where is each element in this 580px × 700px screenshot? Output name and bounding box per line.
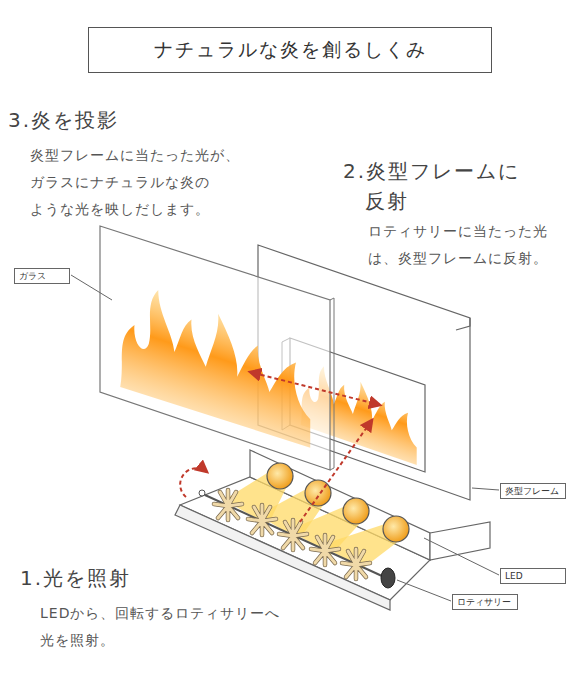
panel-lip — [456, 318, 470, 330]
led-lamp — [343, 498, 369, 524]
side-plate — [430, 522, 490, 560]
part-label: LED — [505, 570, 523, 582]
leader-line — [472, 488, 499, 490]
led-lamp — [305, 480, 331, 506]
light-path-arrow — [250, 372, 380, 405]
glass-edge — [330, 298, 334, 470]
section-text: 炎型フレームに当たった光が、 ガラスにナチュラルな炎の ような光を映しだします。 — [30, 142, 270, 223]
leader-line — [424, 538, 499, 575]
section-heading: 3.炎を投影 — [8, 106, 119, 134]
rotation-arrow — [180, 468, 207, 497]
light-beams — [224, 470, 404, 569]
led-lamp — [383, 516, 409, 542]
tray-floor — [180, 477, 430, 600]
glass-panel — [100, 226, 330, 470]
leader-lines — [71, 275, 499, 601]
rotisserie-blade — [279, 520, 307, 550]
rotisserie-blade — [214, 490, 242, 520]
section-heading: 1.光を照射 — [20, 564, 131, 592]
part-label-box: ガラス — [14, 268, 70, 284]
led-lamp — [267, 463, 293, 489]
part-label-box: LED — [500, 568, 566, 584]
part-label-box: ロティサリー — [452, 594, 518, 610]
part-label: ガラス — [19, 270, 46, 282]
rotisserie-blade — [311, 535, 339, 565]
rod-end — [199, 490, 205, 496]
part-label: 炎型フレーム — [505, 485, 559, 497]
section-text: ロティサリーに当たった光 は、炎型フレームに反射。 — [368, 218, 568, 272]
part-label-box: 炎型フレーム — [500, 483, 566, 499]
part-label: ロティサリー — [457, 596, 511, 608]
section-text: LEDから、回転するロティサリーへ 光を照射。 — [40, 600, 325, 654]
leader-line — [71, 275, 112, 300]
rod-knob — [381, 568, 395, 588]
title-text: ナチュラルな炎を創るしくみ — [154, 37, 427, 63]
title-box: ナチュラルな炎を創るしくみ — [88, 27, 492, 73]
leader-line — [397, 580, 451, 601]
light-path-arrow — [300, 420, 372, 522]
section-heading: 2.炎型フレームに 反射 — [343, 156, 570, 216]
rotisserie-blade — [248, 505, 276, 535]
rotisserie-blade — [342, 549, 370, 579]
glass-flames — [120, 278, 310, 448]
